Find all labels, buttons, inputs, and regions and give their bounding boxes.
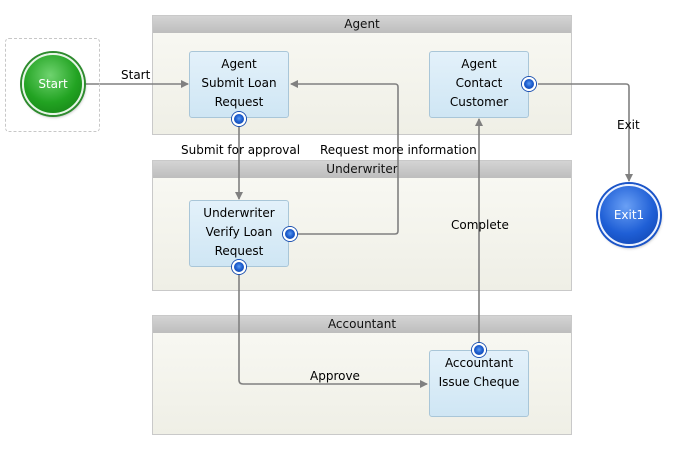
task-role-label: Underwriter bbox=[203, 206, 275, 220]
task-title-line2: Request bbox=[214, 244, 264, 258]
task-submit-loan-request[interactable]: Agent Submit Loan Request bbox=[189, 51, 289, 118]
task-title-line1: Contact bbox=[455, 76, 503, 90]
edge-label-request-more-information: Request more information bbox=[320, 143, 477, 157]
port-contact-right[interactable] bbox=[522, 77, 536, 91]
exit-event[interactable]: Exit1 bbox=[598, 184, 660, 246]
edge-label-complete: Complete bbox=[451, 218, 509, 232]
task-role-label: Agent bbox=[461, 57, 497, 71]
task-title-line1: Submit Loan bbox=[201, 76, 277, 90]
lane-agent-title: Agent bbox=[153, 16, 571, 33]
task-issue-cheque[interactable]: Accountant Issue Cheque bbox=[429, 350, 529, 417]
edge-label-start: Start bbox=[121, 68, 151, 82]
task-role-label: Accountant bbox=[444, 356, 514, 370]
task-contact-customer[interactable]: Agent Contact Customer bbox=[429, 51, 529, 118]
start-event[interactable]: Start bbox=[22, 53, 84, 115]
port-submit-bottom[interactable] bbox=[232, 112, 246, 126]
edge-exit[interactable] bbox=[538, 83, 633, 182]
start-event-label: Start bbox=[38, 77, 68, 91]
task-title-line1: Issue Cheque bbox=[438, 375, 520, 389]
edge-request-more-information[interactable] bbox=[290, 80, 399, 235]
exit-event-label: Exit1 bbox=[613, 208, 645, 222]
lane-accountant-title: Accountant bbox=[153, 316, 571, 333]
edge-approve[interactable] bbox=[238, 274, 428, 388]
edge-label-exit: Exit bbox=[617, 118, 640, 132]
task-role-label: Agent bbox=[221, 57, 257, 71]
task-title-line1: Verify Loan bbox=[205, 225, 273, 239]
task-title-line2: Customer bbox=[449, 95, 509, 109]
port-issue-top[interactable] bbox=[472, 343, 486, 357]
start-event-selection-frame bbox=[5, 38, 100, 132]
edge-label-submit-for-approval: Submit for approval bbox=[181, 143, 301, 157]
port-verify-bottom[interactable] bbox=[232, 260, 246, 274]
task-verify-loan-request[interactable]: Underwriter Verify Loan Request bbox=[189, 200, 289, 267]
port-verify-right[interactable] bbox=[283, 227, 297, 241]
edge-label-approve: Approve bbox=[310, 369, 360, 383]
task-title-line2: Request bbox=[214, 95, 264, 109]
lane-underwriter-title: Underwriter bbox=[153, 161, 571, 178]
lane-underwriter: Underwriter bbox=[152, 160, 572, 291]
